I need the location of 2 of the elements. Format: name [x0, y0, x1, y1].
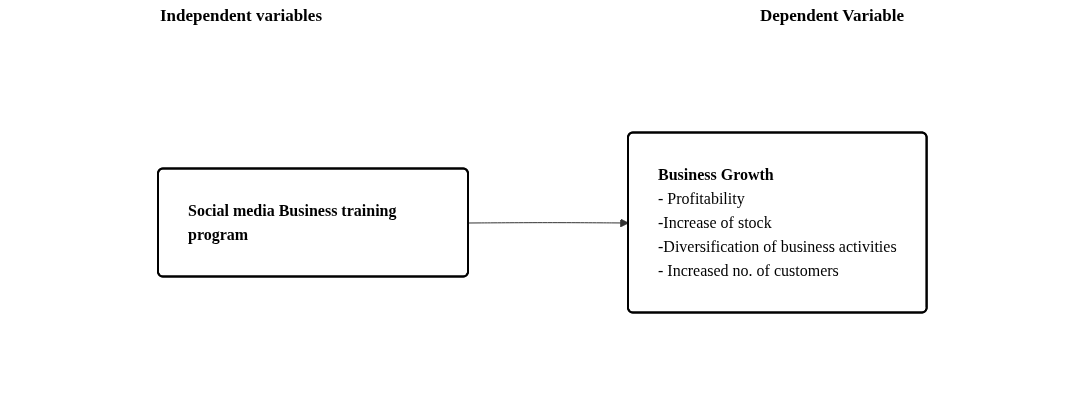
column-heading: Dependent Variable — [760, 6, 905, 26]
column-heading: Independent variables — [160, 6, 322, 26]
